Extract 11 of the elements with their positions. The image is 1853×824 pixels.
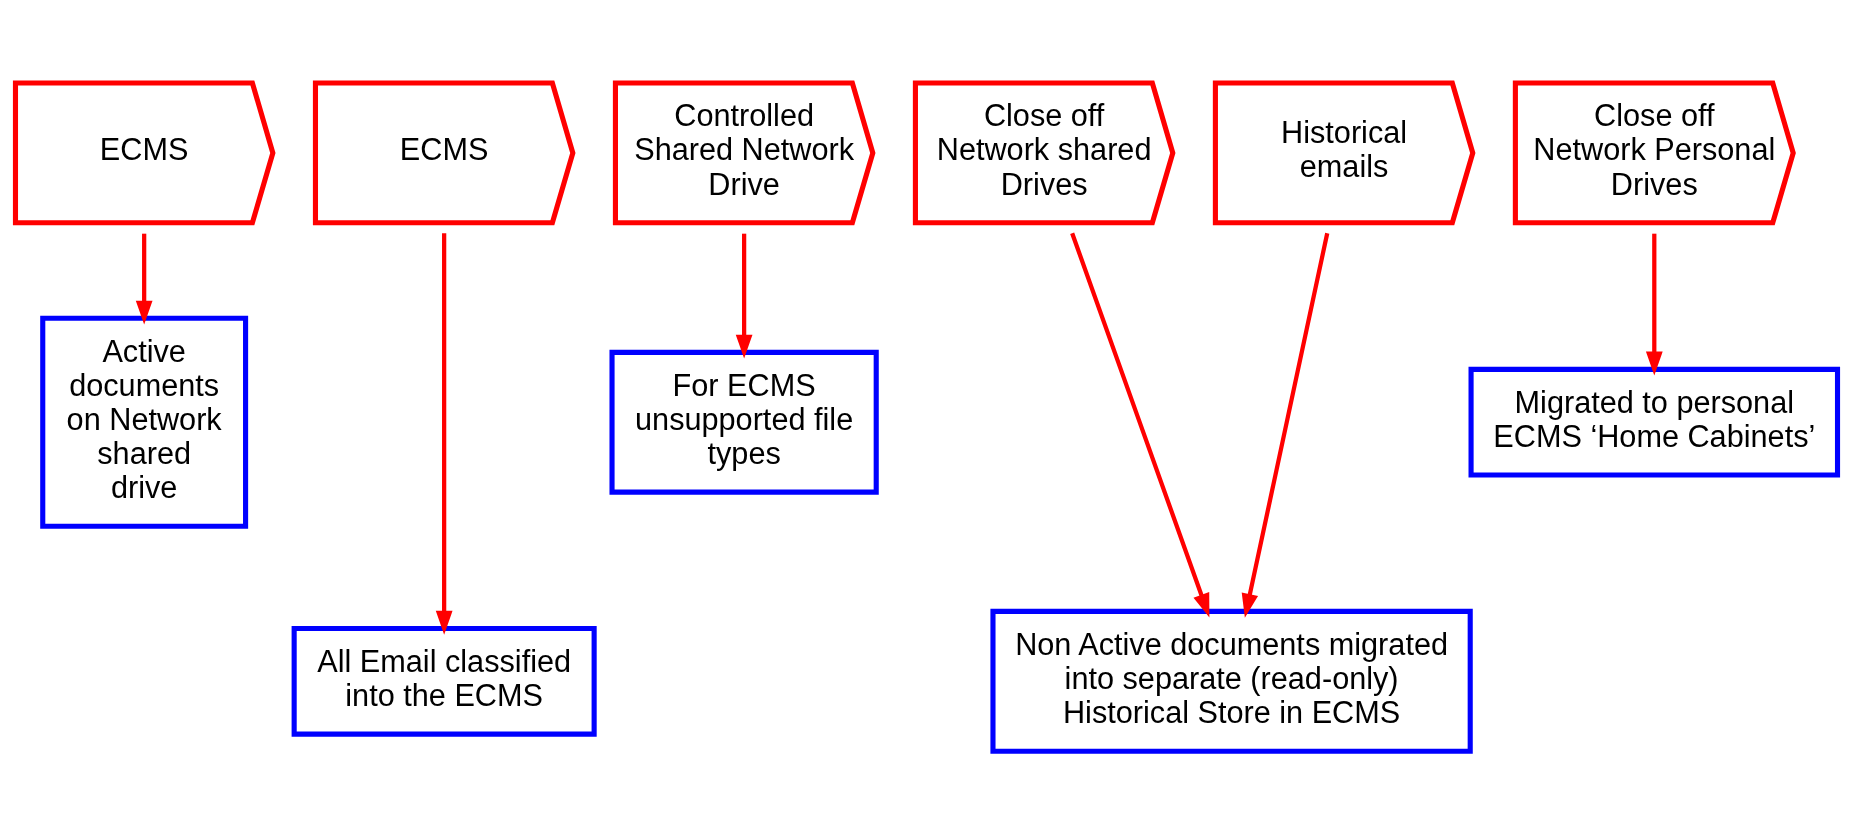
- arrow: [735, 233, 753, 359]
- node-box: Active documents on Network shared drive: [40, 315, 249, 529]
- arrow: [1241, 232, 1330, 618]
- node-box: For ECMS unsupported file types: [609, 349, 879, 495]
- node-box: Non Active documents migrated into separate (read-only) Historical Store in ECMS: [990, 608, 1473, 754]
- arrow: [135, 233, 153, 325]
- node-box: Migrated to personal ECMS ‘Home Cabinets’: [1468, 366, 1841, 478]
- arrow: [435, 233, 453, 635]
- node-box: All Email classified into the ECMS: [291, 625, 597, 737]
- arrow: [1645, 233, 1663, 376]
- arrow: [1070, 232, 1210, 618]
